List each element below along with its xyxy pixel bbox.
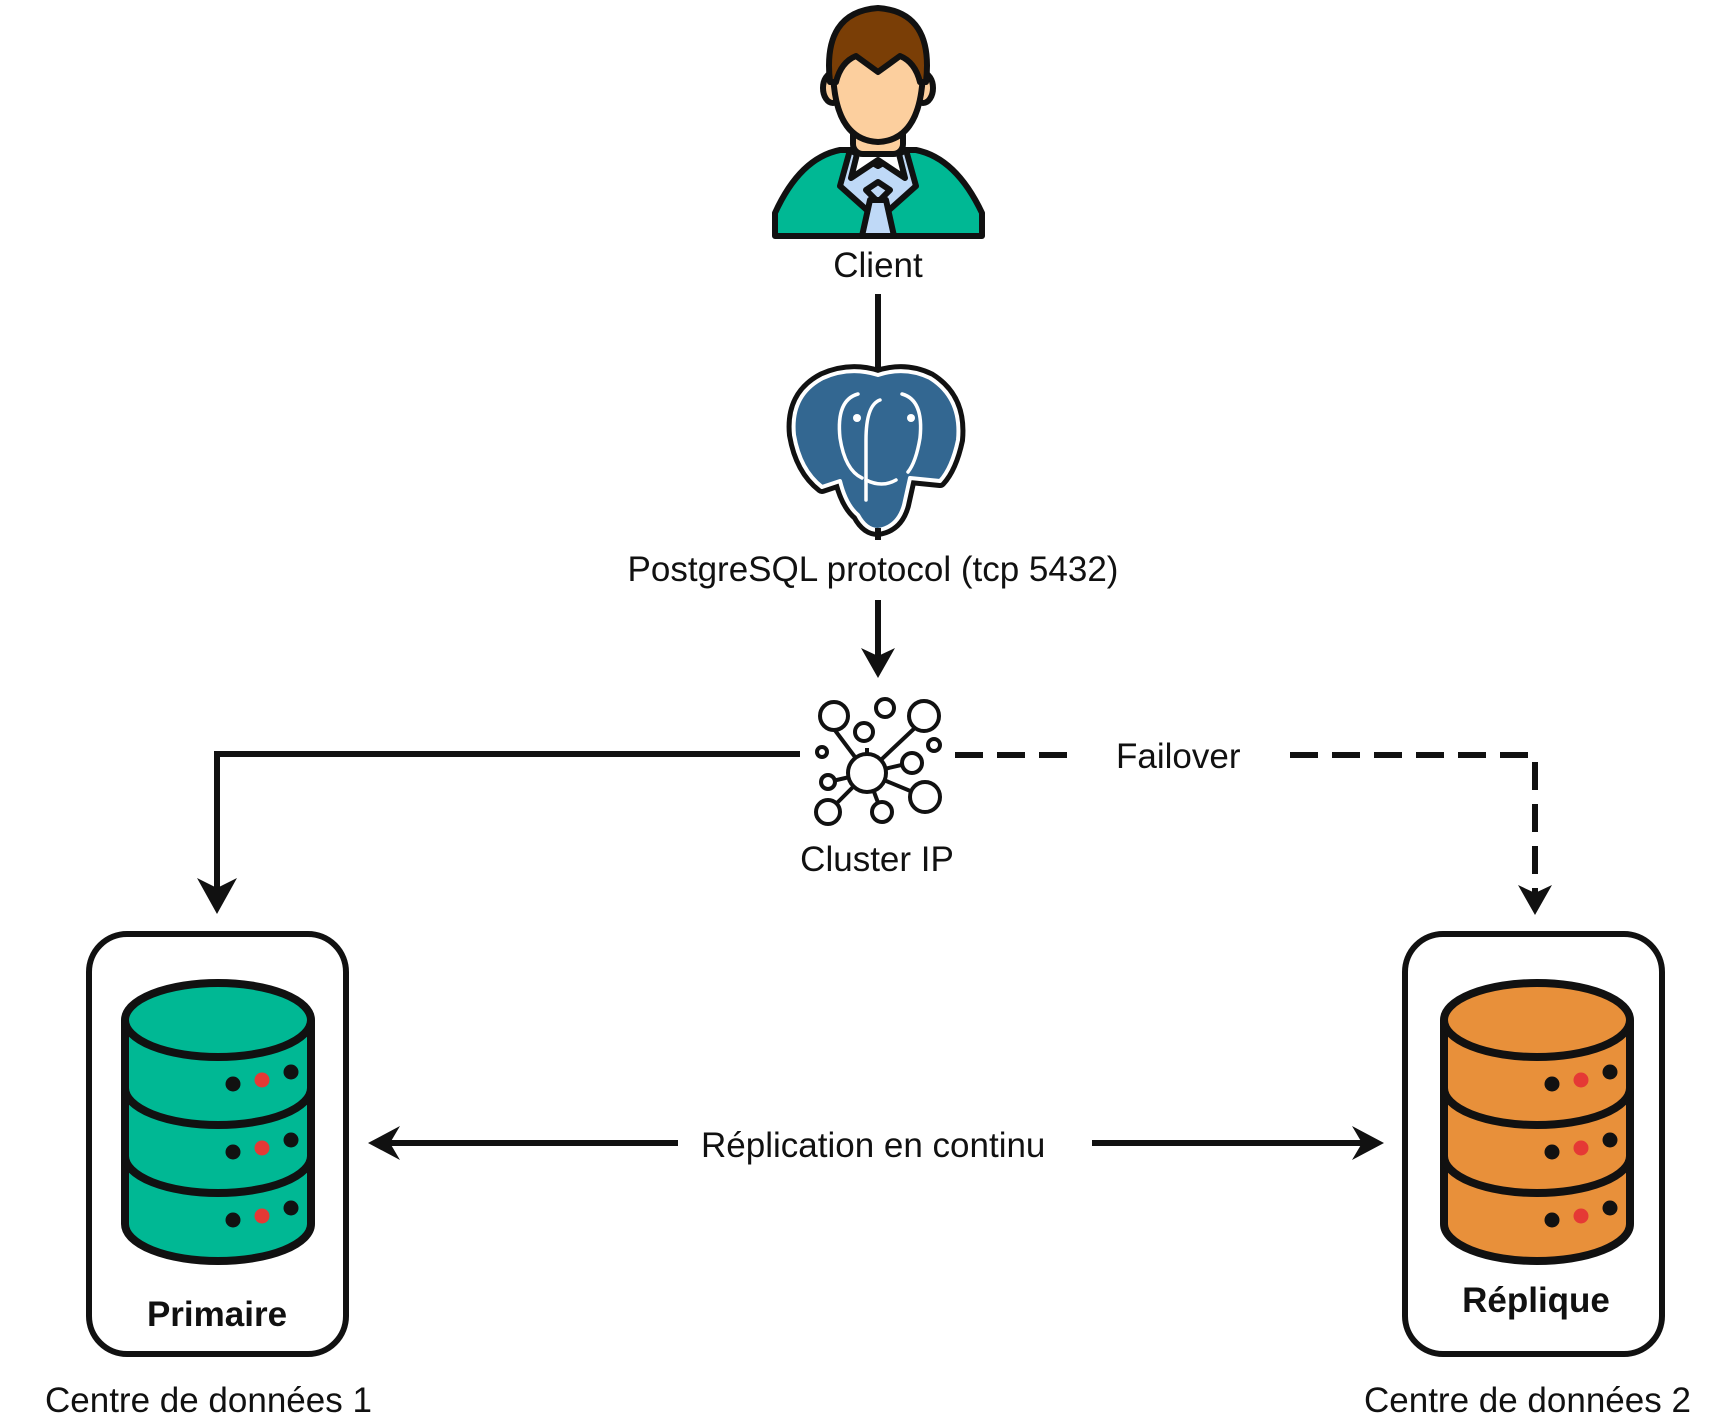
database-server-icon	[121, 979, 315, 1265]
person-icon	[772, 5, 985, 239]
protocol-to-cluster-arrow	[861, 600, 895, 678]
client-label: Client	[833, 246, 923, 285]
replica-label: Réplique	[1462, 1281, 1610, 1320]
replication-arrow	[368, 1126, 1384, 1160]
primary-label: Primaire	[146, 1295, 288, 1334]
network-cluster-icon	[814, 697, 942, 826]
failover-arrow	[955, 752, 1552, 915]
replication-label: Réplication en continu	[701, 1126, 1046, 1165]
cluster-ip-label: Cluster IP	[800, 840, 954, 879]
datacenter-1-label: Centre de données 1	[45, 1381, 372, 1420]
protocol-label: PostgreSQL protocol (tcp 5432)	[627, 550, 1119, 589]
datacenter-2-label: Centre de données 2	[1364, 1381, 1691, 1420]
cluster-to-primary-arrow	[197, 751, 800, 914]
postgresql-elephant-icon	[786, 364, 966, 537]
failover-label: Failover	[1116, 737, 1241, 776]
database-server-icon	[1440, 979, 1634, 1265]
